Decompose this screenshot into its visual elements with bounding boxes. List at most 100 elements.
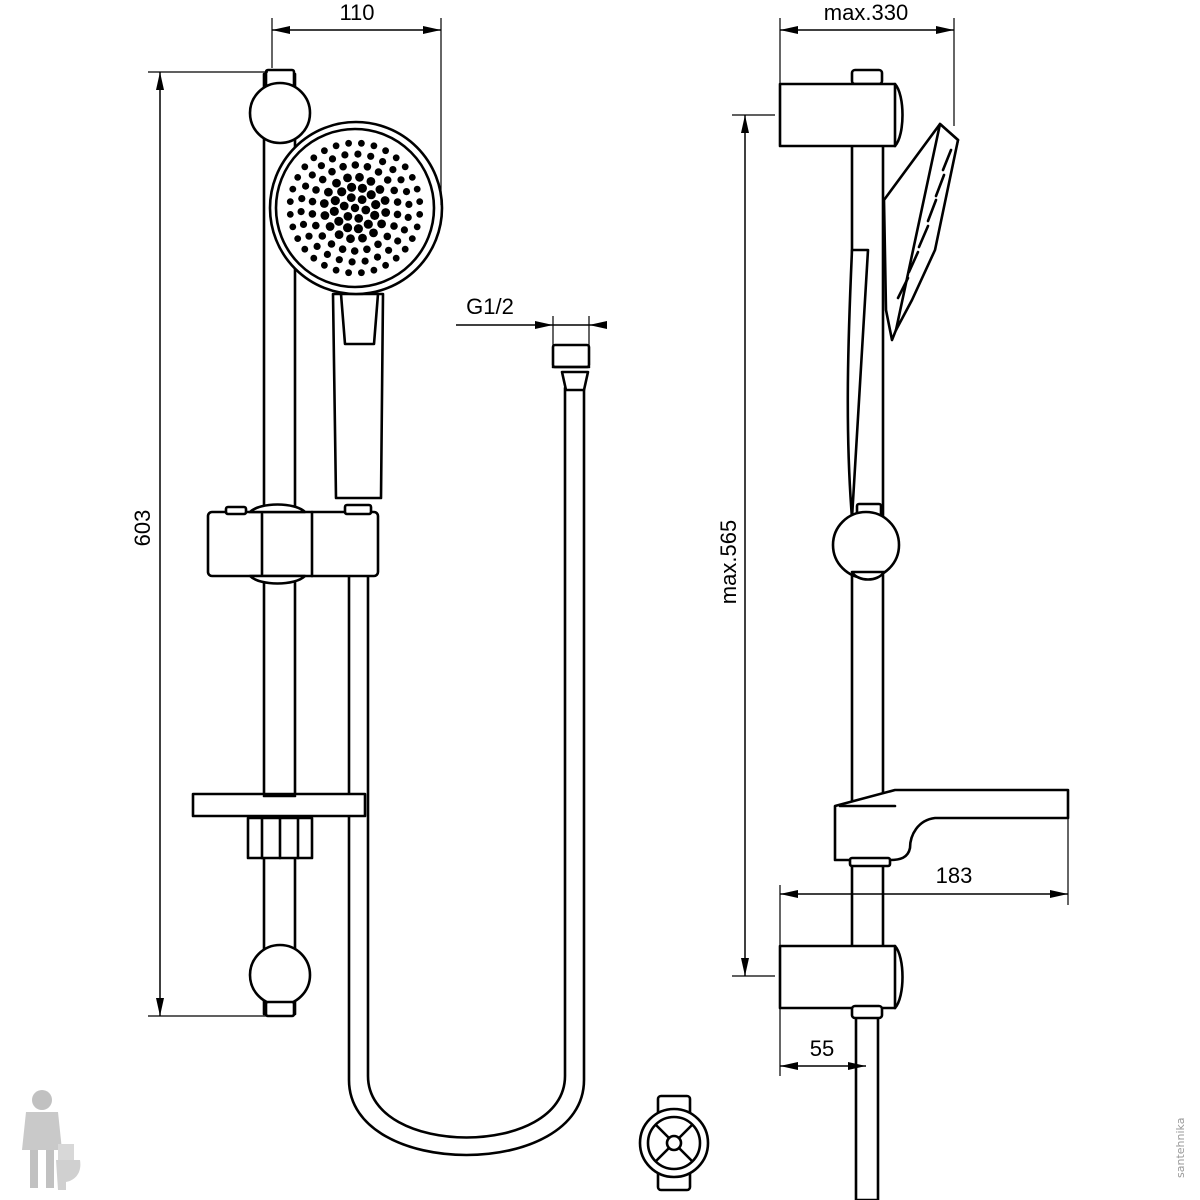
nozzle-dot (351, 161, 360, 169)
nozzle-dot (337, 187, 347, 197)
nozzle-dot (380, 196, 390, 205)
nozzle-dot (298, 195, 306, 203)
nozzle-dot (358, 233, 367, 243)
nozzle-dot (294, 174, 302, 181)
nozzle-dot (343, 223, 353, 233)
nozzle-dot (321, 261, 328, 269)
nozzle-dot (401, 163, 409, 171)
hose-end-fitting (551, 343, 591, 392)
nozzle-dot (363, 219, 373, 229)
nozzle-dot (367, 152, 375, 160)
nozzle-dot (375, 185, 385, 194)
nozzle-dot (358, 139, 365, 147)
nozzle-dot (297, 208, 305, 216)
bottom-wall-bracket (248, 943, 312, 1018)
nozzle-dot (366, 177, 376, 186)
nozzle-dot (402, 188, 411, 196)
nozzle-dot (338, 245, 347, 253)
dim-hose-thread: G1/2 (456, 294, 607, 346)
nozzle-dot (354, 214, 364, 223)
nozzle-dot (413, 223, 421, 231)
nozzle-dot (382, 261, 389, 269)
nozzle-dot (358, 269, 365, 277)
nozzle-dot (413, 185, 421, 193)
side-slider-knob (831, 502, 901, 581)
nozzle-dot (363, 245, 371, 254)
nozzle-dot (318, 232, 327, 240)
nozzle-dot (334, 230, 344, 240)
nozzle-dot (339, 201, 349, 211)
nozzle-dot (332, 266, 340, 274)
nozzle-dot (339, 162, 347, 171)
nozzle-dot (361, 257, 369, 265)
nozzle-dot (302, 182, 310, 190)
nozzle-dot (318, 175, 327, 184)
side-hose-tail (854, 1008, 880, 1200)
dim-front-height: 603 (130, 71, 268, 1017)
soap-dish (191, 792, 367, 860)
nozzle-dot (361, 205, 371, 215)
nozzle-dot (289, 185, 297, 193)
nozzle-dot (328, 155, 337, 163)
nozzle-dot (319, 199, 329, 208)
nozzle-dot (397, 176, 405, 184)
nozzle-dot (390, 222, 398, 230)
side-top-bracket (778, 68, 904, 148)
nozzle-dot (393, 210, 402, 219)
nozzle-dot (408, 235, 416, 243)
nozzle-dot (370, 210, 380, 220)
nozzle-dot (374, 240, 382, 249)
nozzle-dot (317, 162, 325, 170)
nozzle-dot (347, 182, 357, 192)
nozzle-dot (405, 200, 413, 208)
dim-front-width: 110 (271, 0, 442, 205)
nozzle-dot (408, 174, 416, 181)
nozzle-dot (366, 190, 376, 200)
nozzle-dot (373, 253, 382, 261)
nozzle-dot (343, 212, 353, 221)
nozzle-dot (308, 171, 316, 179)
soap-dish-depth-label: 183 (936, 863, 973, 888)
nozzle-dot (374, 168, 383, 176)
side-soap-dish (833, 788, 1070, 868)
nozzle-dot (335, 256, 343, 264)
nozzle-dot (385, 246, 393, 254)
bracket-depth-label: 55 (810, 1036, 834, 1061)
nozzle-dot (357, 183, 367, 193)
nozzle-dot (289, 223, 297, 231)
nozzle-dot (379, 158, 387, 166)
nozzle-dot (393, 198, 402, 206)
nozzle-dot (294, 235, 302, 243)
watermark-text: santehnika (1174, 1118, 1187, 1178)
nozzle-dot (325, 222, 335, 231)
front-view: 110 603 G1/2 (130, 0, 607, 1157)
side-height-label: max.565 (716, 520, 741, 604)
nozzle-dot (332, 178, 341, 188)
shower-hose (347, 386, 586, 1157)
nozzle-dot (350, 203, 360, 213)
nozzle-dot (313, 242, 321, 250)
side-hand-shower (846, 122, 960, 520)
nozzle-dot (357, 195, 367, 205)
nozzle-dot (308, 197, 317, 206)
nozzle-dot (334, 216, 344, 226)
side-depth-label: max.330 (824, 0, 908, 25)
dim-side-height: max.565 (716, 114, 775, 977)
nozzle-dot (381, 208, 391, 217)
nozzle-pattern (286, 139, 424, 277)
nozzle-dot (371, 200, 381, 210)
nozzle-dot (377, 219, 386, 229)
nozzle-dot (345, 139, 352, 147)
nozzle-dot (324, 187, 333, 197)
nozzle-dot (346, 193, 356, 203)
nozzle-dot (301, 245, 309, 253)
nozzle-dot (323, 250, 331, 258)
nozzle-dot (299, 220, 308, 228)
nozzle-dot (355, 172, 364, 182)
nozzle-dot (330, 196, 340, 206)
nozzle-dot (286, 211, 294, 218)
nozzle-dot (310, 154, 318, 162)
nozzle-dot (308, 210, 317, 218)
nozzle-dot (354, 150, 362, 158)
